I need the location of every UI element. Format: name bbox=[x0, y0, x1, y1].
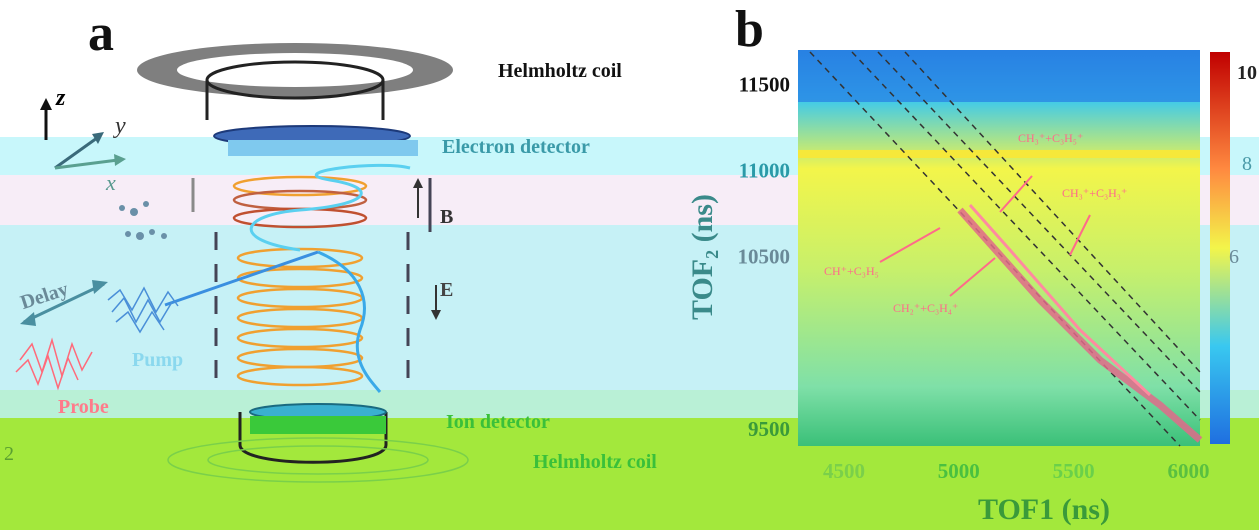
e-field-label: E bbox=[440, 279, 454, 301]
bottom-helmholtz-coil bbox=[167, 437, 469, 483]
delay-arrowhead bbox=[92, 280, 108, 294]
y-axis-ticks: 11500 11000 10500 9500 bbox=[738, 72, 791, 440]
coincidence-guide-lines bbox=[809, 51, 1201, 447]
y-axis-arrow bbox=[54, 136, 98, 170]
ion-detector-body bbox=[250, 416, 386, 434]
x-axis-arrow bbox=[54, 158, 119, 170]
b-field-arrowhead bbox=[413, 178, 423, 188]
ion-trajectory bbox=[317, 250, 382, 393]
heatmap-top-band bbox=[798, 50, 1200, 102]
electron-detector-label: Electron detector bbox=[442, 136, 590, 158]
annotation-arrow bbox=[949, 257, 996, 297]
colorbar-tick: 10 bbox=[1237, 62, 1257, 84]
guide-line bbox=[877, 51, 1201, 393]
x-axis-ticks: 4500 5000 5500 6000 bbox=[823, 459, 1210, 483]
y-axis-title: TOF₂ (ns) bbox=[686, 194, 719, 320]
annotation-arrow bbox=[1069, 214, 1091, 256]
y-axis-label: y bbox=[115, 113, 126, 139]
x-axis-arrowhead bbox=[114, 154, 126, 166]
probe-label: Probe bbox=[58, 396, 109, 418]
panel-label-b: b bbox=[735, 1, 764, 58]
electron-detector-body bbox=[228, 140, 418, 156]
ion-pair-label: CH⁺+C₃H₅ bbox=[824, 264, 879, 278]
coincidence-line bbox=[968, 204, 1152, 397]
heatmap-stripe bbox=[798, 150, 1200, 158]
laser-beam bbox=[164, 250, 319, 307]
molecule-icon bbox=[119, 201, 167, 240]
y-tick-label: 9500 bbox=[748, 417, 790, 441]
ion-pair-label: CH₂⁺+C₃H₄⁺ bbox=[893, 301, 959, 315]
ion-detector-label: Ion detector bbox=[446, 411, 550, 433]
z-axis-arrowhead bbox=[40, 98, 52, 110]
electron-trajectory bbox=[249, 163, 411, 252]
x-tick-label: 5000 bbox=[938, 459, 980, 483]
y-tick-label: 11500 bbox=[739, 72, 790, 96]
field-rings bbox=[232, 175, 368, 387]
guide-line bbox=[809, 51, 1181, 447]
edge-mark: 2 bbox=[4, 443, 14, 465]
y-tick-label: 11000 bbox=[739, 159, 790, 183]
helmholtz-coil-top-label: Helmholtz coil bbox=[498, 60, 622, 82]
top-helmholtz-coil-hole bbox=[177, 53, 413, 87]
b-field-label: B bbox=[440, 206, 454, 228]
pump-label: Pump bbox=[132, 349, 184, 371]
annotation-arrow bbox=[999, 175, 1033, 213]
panel-label-a: a bbox=[88, 5, 114, 62]
x-axis-label: x bbox=[106, 170, 116, 195]
probe-pulse bbox=[15, 337, 93, 391]
x-tick-label: 6000 bbox=[1168, 459, 1210, 483]
helmholtz-coil-bottom-label: Helmholtz coil bbox=[533, 451, 657, 473]
delay-arrow bbox=[23, 282, 105, 324]
z-axis-label: z bbox=[56, 85, 66, 111]
coincidence-line bbox=[957, 207, 1203, 443]
ion-pair-label: CH₃⁺+C₃H₅⁺ bbox=[1018, 131, 1084, 145]
x-axis-title: TOF1 (ns) bbox=[978, 493, 1110, 526]
x-tick-label: 4500 bbox=[823, 459, 865, 483]
ion-pair-label: CH₃⁺+C₃H₃⁺ bbox=[1062, 186, 1128, 200]
colorbar bbox=[1210, 52, 1230, 444]
x-tick-label: 5500 bbox=[1053, 459, 1095, 483]
guide-line bbox=[851, 51, 1201, 421]
y-tick-label: 10500 bbox=[738, 245, 791, 269]
colorbar-tick: 6 bbox=[1229, 246, 1239, 268]
y-axis-arrowhead bbox=[92, 132, 104, 144]
annotation-arrow bbox=[879, 227, 941, 263]
pump-pulse bbox=[107, 286, 179, 334]
e-field-arrowhead bbox=[431, 310, 441, 320]
colorbar-tick: 8 bbox=[1242, 153, 1252, 175]
delay-arrowhead bbox=[20, 312, 36, 326]
